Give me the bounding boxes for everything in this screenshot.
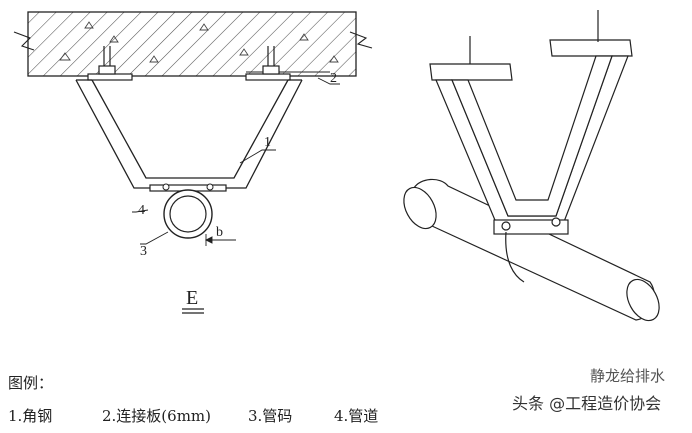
source-watermark: 头条 @工程造价协会 xyxy=(512,394,662,413)
anchor-bolt xyxy=(98,46,280,75)
section-label: E xyxy=(186,287,198,309)
isometric-view xyxy=(403,10,660,322)
leader-lines xyxy=(132,77,340,246)
legend-title: 图例： xyxy=(8,374,54,392)
faint-watermark: 静龙给排水 xyxy=(590,367,666,385)
legend-item-angle-steel: 1.角钢 xyxy=(8,407,53,425)
callout-4: 4 xyxy=(138,203,145,218)
legend-item-pipe: 4.管道 xyxy=(334,407,379,425)
callout-2: 2 xyxy=(330,71,337,86)
concrete-slab xyxy=(13,11,373,77)
legend-item-connect-plate: 2.连接板(6mm) xyxy=(102,407,212,425)
callout-1: 1 xyxy=(264,135,271,150)
pipe-and-clamp xyxy=(149,183,227,239)
section-view: 1 2 4 3 b E xyxy=(13,11,373,314)
legend-item-pipe-clamp: 3.管码 xyxy=(248,407,293,425)
callout-3: 3 xyxy=(140,244,147,259)
angle-steel-frame xyxy=(75,79,303,189)
dimension-b-label: b xyxy=(216,225,223,240)
legend: 1.角钢 2.连接板(6mm) 3.管码 4.管道 xyxy=(8,405,414,426)
